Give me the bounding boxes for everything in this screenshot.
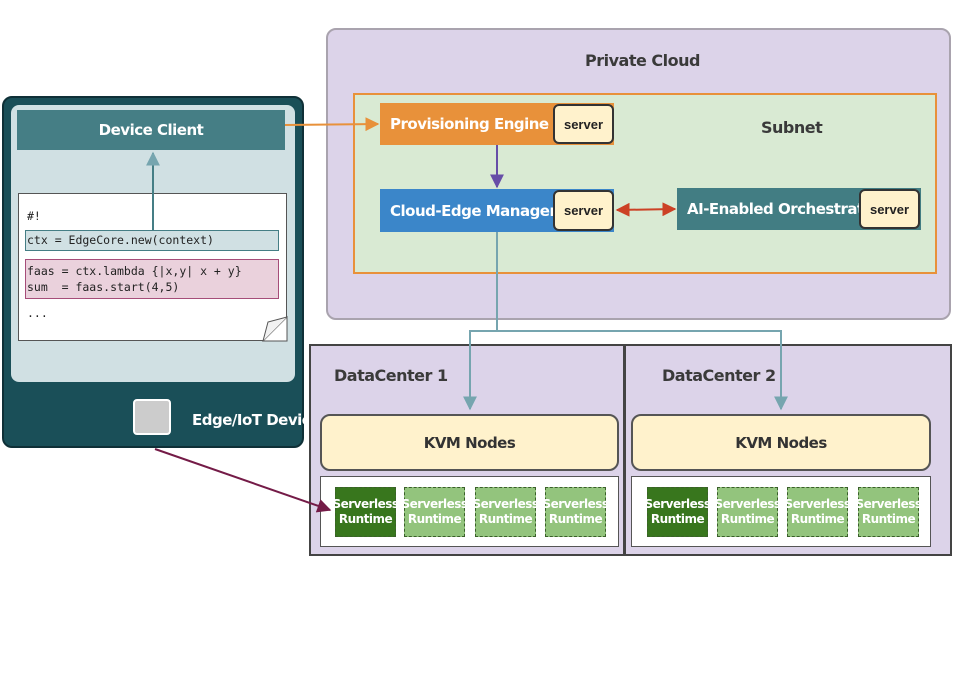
subnet-title: Subnet (761, 118, 823, 137)
code-line-sum: sum = faas.start(4,5) (27, 280, 180, 294)
datacenter-1-title: DataCenter 1 (334, 366, 448, 385)
code-line-shebang: #! (27, 209, 41, 223)
private-cloud-title: Private Cloud (585, 51, 700, 70)
datacenter-1-kvm-nodes: KVM Nodes (320, 414, 619, 471)
code-highlight-ctx (25, 230, 279, 251)
ai-orchestrator-label: AI-Enabled Orchestrator (687, 200, 881, 218)
arrow-edge-to-runtime (154, 448, 332, 513)
provisioning-engine-label: Provisioning Engine (390, 115, 549, 133)
code-highlight-faas (25, 259, 279, 299)
cloud-edge-manager-label: Cloud-Edge Manager (390, 201, 557, 220)
code-line-ellipsis: ... (27, 306, 48, 320)
code-line-ctx: ctx = EdgeCore.new(context) (27, 233, 214, 247)
datacenter-2-kvm-nodes: KVM Nodes (631, 414, 931, 471)
edge-chip-icon (133, 399, 171, 435)
ai-orchestrator-server: server (859, 189, 920, 229)
provisioning-engine-server: server (553, 104, 614, 144)
datacenter-2-title: DataCenter 2 (662, 366, 776, 385)
code-line-faas: faas = ctx.lambda {|x,y| x + y} (27, 264, 242, 278)
arrow-manager-to-dc2 (497, 330, 788, 411)
arrow-client-to-provisioning (284, 117, 380, 132)
arrow-manager-orchestrator (615, 202, 677, 217)
device-client-box: Device Client (17, 110, 285, 150)
arrow-manager-to-dc1 (463, 232, 498, 411)
edge-device-label: Edge/IoT Device (192, 411, 320, 429)
code-page-fold-corner (262, 316, 288, 342)
cloud-edge-manager-server: server (553, 190, 614, 231)
